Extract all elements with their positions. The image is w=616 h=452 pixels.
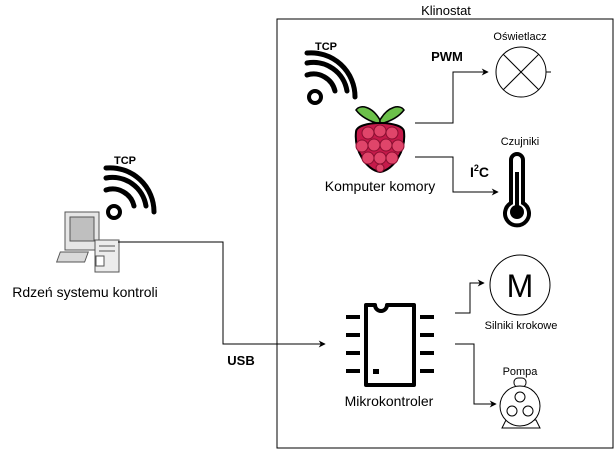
control-core-label: Rdzeń systemu kontroli <box>12 284 158 300</box>
i2c-label: I2C <box>470 163 489 180</box>
i2c-connection <box>415 156 499 196</box>
pump-icon <box>499 377 541 429</box>
usb-label: USB <box>227 353 254 368</box>
control-tcp-label: TCP <box>114 155 136 167</box>
klinostat-box <box>276 18 614 449</box>
microcontroller-label: Mikrokontroler <box>345 393 434 409</box>
desktop-computer-icon <box>55 211 120 273</box>
pump-label: Pompa <box>503 366 539 378</box>
computer-wifi-icon <box>304 50 358 105</box>
motor-connection <box>455 279 485 314</box>
pwm-label: PWM <box>431 49 463 64</box>
lamp-label: Oświetlacz <box>493 31 546 43</box>
thermometer-icon <box>503 152 531 228</box>
pump-connection <box>455 343 497 408</box>
pwm-connection <box>415 68 489 124</box>
microcontroller-chip-icon <box>346 303 434 387</box>
stepper-motor-icon: M <box>489 254 551 316</box>
chamber-computer-label: Komputer komory <box>325 178 435 194</box>
control-wifi-icon <box>103 165 157 220</box>
klinostat-title: Klinostat <box>421 3 471 18</box>
computer-tcp-label: TCP <box>315 41 337 53</box>
svg-text:M: M <box>507 268 534 304</box>
motors-label: Silniki krokowe <box>485 320 558 332</box>
lamp-icon <box>495 46 551 98</box>
raspberry-pi-icon <box>354 106 406 174</box>
sensors-label: Czujniki <box>501 136 540 148</box>
usb-connection <box>118 241 326 348</box>
